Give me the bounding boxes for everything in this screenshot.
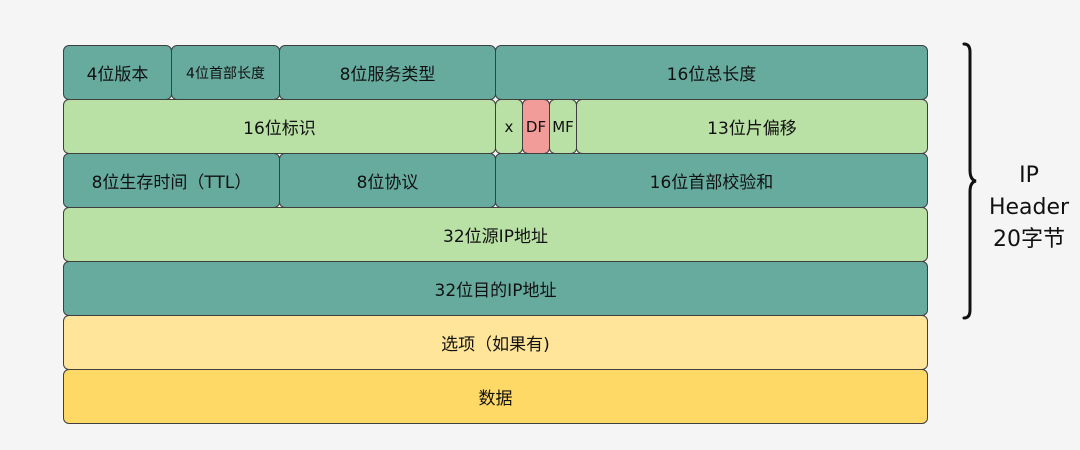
protocol-cell: 8位协议	[279, 153, 496, 208]
type-of-service-cell: 8位服务类型	[279, 45, 496, 100]
fragment-offset-label: 13位片偏移	[707, 119, 797, 139]
source-ip-cell: 32位源IP地址	[63, 207, 928, 262]
options-label: 选项（如果有)	[441, 335, 550, 355]
right-brace-icon	[962, 42, 977, 320]
side-label-line-3: 20字节	[993, 227, 1065, 252]
data-cell: 数据	[63, 369, 928, 424]
destination-ip-cell: 32位目的IP地址	[63, 261, 928, 316]
side-label-line-2: Header	[988, 195, 1070, 220]
ttl-cell: 8位生存时间（TTL）	[63, 153, 280, 208]
options-cell: 选项（如果有)	[63, 315, 928, 370]
header-checksum-label: 16位首部校验和	[649, 173, 774, 193]
type-of-service-label: 8位服务类型	[339, 65, 436, 85]
fragment-offset-cell: 13位片偏移	[576, 99, 928, 154]
total-length-cell: 16位总长度	[495, 45, 928, 100]
header-length-cell: 4位首部长度	[171, 45, 280, 100]
ip-header-size-label: IP Header 20字节	[978, 160, 1080, 256]
side-label-line-1: IP	[1019, 163, 1039, 188]
version-label: 4位版本	[86, 65, 149, 85]
ttl-label: 8位生存时间（TTL）	[91, 173, 252, 193]
data-label: 数据	[478, 389, 513, 409]
mf-flag-label: MF	[552, 117, 574, 136]
reserved-flag-label: x	[504, 117, 514, 136]
protocol-label: 8位协议	[356, 173, 419, 193]
df-flag-label: DF	[525, 117, 547, 136]
df-flag-cell: DF	[522, 99, 550, 154]
version-cell: 4位版本	[63, 45, 172, 100]
identification-cell: 16位标识	[63, 99, 496, 154]
source-ip-label: 32位源IP地址	[443, 227, 548, 247]
destination-ip-label: 32位目的IP地址	[434, 281, 557, 301]
identification-label: 16位标识	[243, 119, 316, 139]
header-length-label: 4位首部长度	[186, 65, 265, 82]
reserved-flag-cell: x	[495, 99, 523, 154]
mf-flag-cell: MF	[549, 99, 577, 154]
header-checksum-cell: 16位首部校验和	[495, 153, 928, 208]
total-length-label: 16位总长度	[666, 65, 757, 85]
